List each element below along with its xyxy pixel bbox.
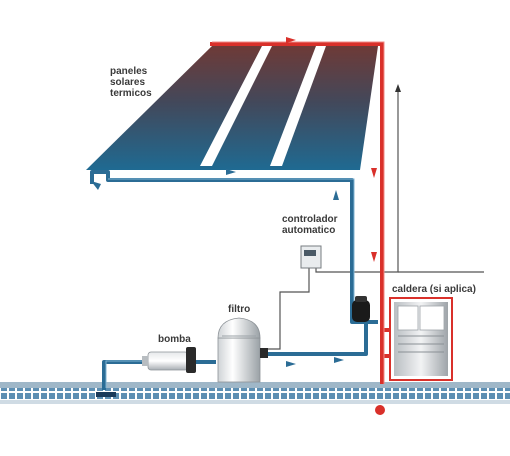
filter-label: filtro <box>228 304 251 315</box>
pump-icon <box>142 347 196 373</box>
controller-label: controlador automatico <box>282 214 338 236</box>
filter-tank-icon <box>217 317 268 383</box>
panels-label-line1: paneles <box>110 66 148 77</box>
controller-label-line2: automatico <box>282 225 336 236</box>
valve-icon <box>352 296 370 322</box>
pump-label: bomba <box>158 334 191 345</box>
controller-label-line1: controlador <box>282 214 338 225</box>
panels-label-line3: termicos <box>110 88 152 99</box>
boiler-label: caldera (si aplica) <box>392 284 476 295</box>
cold-pipe <box>90 170 378 390</box>
sensor-dot-icon <box>375 405 385 415</box>
pool-inlet <box>96 392 116 397</box>
panels-label-line2: solares <box>110 77 146 88</box>
flow-arrow-icon <box>395 84 401 92</box>
cold-pipe-highlight <box>105 178 355 388</box>
controller-box-icon <box>300 245 322 269</box>
boiler-icon <box>389 297 453 381</box>
panels-label: paneles solares termicos <box>110 66 152 99</box>
pool <box>0 382 510 404</box>
hot-pipe-highlight <box>212 41 385 384</box>
flow-arrow-icon <box>286 37 377 262</box>
solar-panel-icon <box>86 46 378 170</box>
control-wires <box>268 88 484 350</box>
